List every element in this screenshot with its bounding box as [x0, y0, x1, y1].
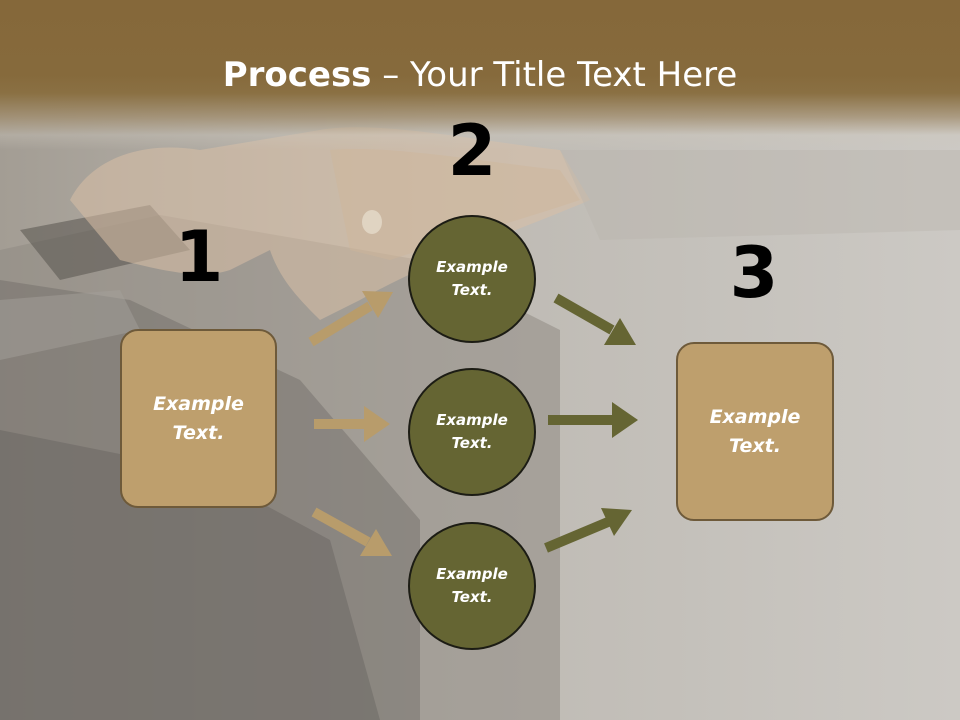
title-band: [0, 0, 960, 150]
step-3-label: Example Text.: [709, 405, 801, 457]
arrow-circle2-to-step3: [548, 402, 638, 438]
title-rest-text: – Your Title Text Here: [371, 55, 738, 95]
step-3-number: 3: [729, 232, 779, 314]
circle-3-label: Example Text.: [436, 565, 508, 606]
step-2-circle-3: Example Text.: [408, 522, 536, 650]
circle-2-label: Example Text.: [436, 411, 508, 452]
step-1-label: Example Text.: [153, 392, 244, 444]
arrow-step1-to-circle2: [314, 406, 390, 442]
arrow-circle1-to-step3: [553, 293, 636, 345]
step-2-circle-1: Example Text.: [408, 215, 536, 343]
title-bold-text: Process: [222, 55, 372, 95]
step-1-box: Example Text.: [120, 329, 277, 508]
step-2-circle-2: Example Text.: [408, 368, 536, 496]
circle-1-label: Example Text.: [436, 258, 508, 299]
arrow-step1-to-circle3: [311, 507, 392, 556]
arrow-circle3-to-step3: [544, 508, 632, 553]
step-2-number: 2: [447, 110, 497, 192]
step-3-box: Example Text.: [676, 342, 834, 521]
arrow-step1-to-circle1: [308, 291, 393, 347]
step-1-number: 1: [174, 216, 224, 298]
slide-title: Process – Your Title Text Here: [0, 50, 960, 100]
